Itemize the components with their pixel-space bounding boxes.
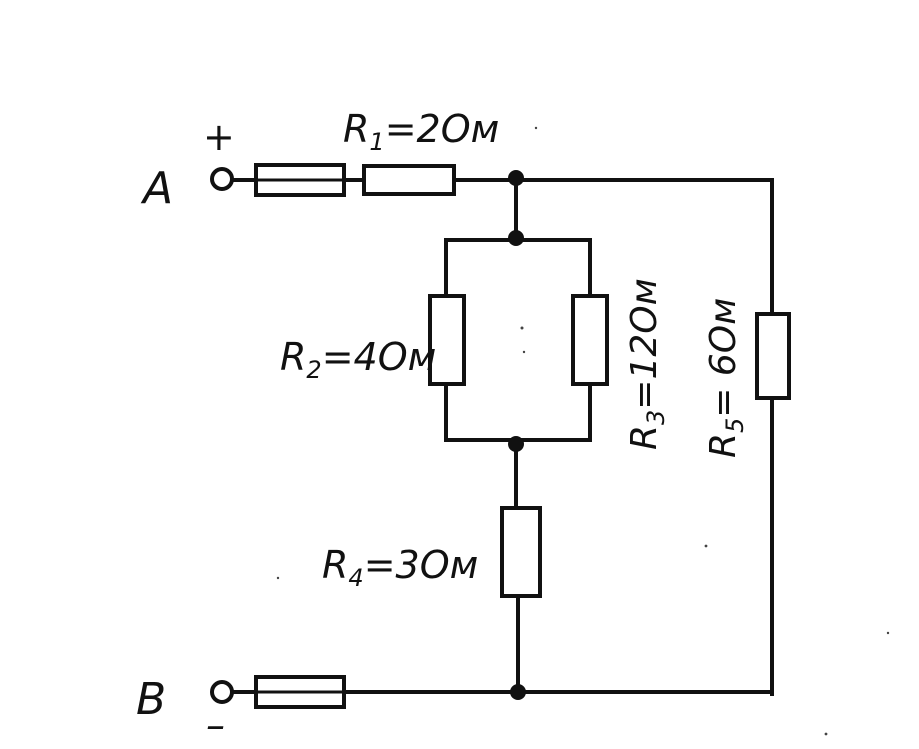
terminal-a-label: A	[140, 163, 173, 214]
svg-text:R5= 6Ом: R5= 6Ом	[703, 298, 749, 458]
svg-text:R4=3Ом: R4=3Ом	[322, 543, 478, 592]
terminal-b-polarity: –	[206, 703, 225, 747]
svg-text:R3=12Ом: R3=12Ом	[624, 278, 670, 450]
terminal-a	[210, 167, 234, 191]
svg-text:R2=4Ом: R2=4Ом	[280, 335, 436, 384]
fuse-b	[254, 675, 346, 709]
scan-specks	[276, 126, 890, 736]
resistor-r2-label: R2=4Ом	[280, 335, 436, 384]
resistor-r4-label: R4=3Ом	[322, 543, 478, 592]
terminal-a-polarity: +	[203, 115, 235, 159]
resistor-r3	[571, 294, 609, 386]
resistor-r3-label: R3=12Ом	[624, 278, 670, 450]
resistor-r2	[428, 294, 466, 386]
svg-text:R1=2Ом: R1=2Ом	[343, 107, 499, 156]
resistor-r5-label: R5= 6Ом	[703, 298, 749, 458]
resistor-r1	[362, 164, 456, 196]
fuse-a	[254, 163, 346, 197]
junction-bottom	[510, 684, 526, 700]
resistor-r4	[500, 506, 542, 598]
resistor-r1-label: R1=2Ом	[343, 107, 499, 156]
terminal-b	[210, 680, 234, 704]
terminal-b-label: B	[136, 674, 166, 725]
resistor-r5	[755, 312, 791, 400]
